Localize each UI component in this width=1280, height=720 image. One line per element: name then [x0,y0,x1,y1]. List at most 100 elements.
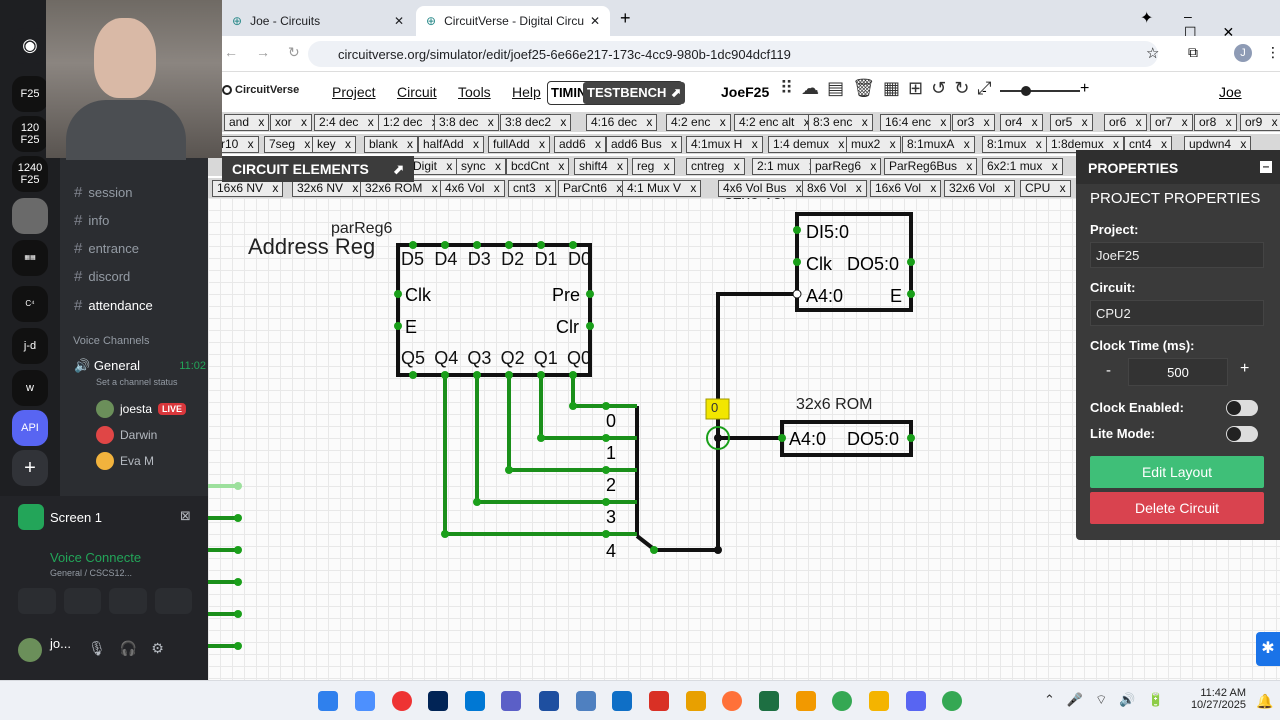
circuit-tab[interactable]: blank x [364,136,419,153]
activity-button[interactable] [109,588,147,614]
clock-increment-button[interactable]: + [1240,360,1250,377]
close-tab-icon[interactable]: x [1132,115,1142,129]
close-tab-icon[interactable]: x [555,159,565,173]
circuit-tab[interactable]: 6x2:1 mux x [982,158,1063,175]
close-tab-icon[interactable]: x [491,159,502,173]
clock[interactable]: 11:42 AM 10/27/2025 [1191,687,1246,711]
circuit-tab[interactable]: add6 x [554,136,607,153]
circuit-drawing[interactable] [208,198,1280,680]
circuit-tab[interactable]: 32x6 Vol x [944,180,1016,197]
circuit-tab[interactable]: or6 x [1104,114,1147,131]
circuit-tab[interactable]: Digit x [408,158,458,175]
circuit-tab[interactable]: 4:1mux H x [686,136,763,153]
testbench-button[interactable]: TESTBENCH ⬈ [583,82,685,104]
user-avatar[interactable] [18,638,42,662]
circuit-tab[interactable]: 8:1mux x [982,136,1047,153]
circuit-tab[interactable]: cntreg x [686,158,745,175]
nav-buttons[interactable]: ←→↻ [224,44,318,60]
firefox-icon[interactable] [722,691,742,711]
close-tab-icon[interactable]: x [1078,115,1088,129]
circuit-tab[interactable]: or4 x [1000,114,1043,131]
project-name-field[interactable]: JoeF25 [1090,242,1264,268]
lite-mode-toggle[interactable] [1226,426,1258,442]
close-tab-icon[interactable]: x [244,137,254,151]
close-tab-icon[interactable]: x [858,115,868,129]
close-tab-icon[interactable]: x [349,181,359,195]
zoom-out-button[interactable]: - [982,82,987,98]
close-tab-icon[interactable]: x [1222,115,1232,129]
circuit-tab[interactable]: 8:1muxA x [902,136,975,153]
close-tab-icon[interactable]: x [535,137,546,151]
circuit-tab[interactable]: 4:1 Mux V x [622,180,702,197]
minimize-icon[interactable]: – [1260,160,1272,173]
circuit-tab[interactable]: 16x6 Vol x [870,180,942,197]
voice-user[interactable]: Eva M [96,452,154,470]
close-tab-icon[interactable]: x [1001,181,1011,195]
soundboard-button[interactable] [154,588,192,614]
menu-help[interactable]: Help [512,84,541,100]
circuit-tab[interactable]: and x [224,114,270,131]
circuit-tab[interactable]: 32x6 NV x [292,180,364,197]
zoom-in-button[interactable]: + [1080,80,1090,97]
circuit-tab[interactable]: 4:2 enc x [666,114,731,131]
close-tab-icon[interactable]: x [269,181,279,195]
close-tab-icon[interactable]: x [867,159,877,173]
close-tab-icon[interactable]: x [364,115,374,129]
close-tab-icon[interactable]: x [341,137,352,151]
close-tab-icon[interactable]: x [443,159,453,173]
circuit-tab[interactable]: 8x6 Vol x [802,180,867,197]
close-tab-icon[interactable]: x [557,115,567,129]
close-tab-icon[interactable]: x [643,115,653,129]
close-tab-icon[interactable]: x [301,137,311,151]
add-server-icon[interactable]: + [12,450,48,486]
circuit-tab[interactable]: 2:4 dec x [314,114,379,131]
circuit-tab[interactable]: 7seg x [264,136,316,153]
circuit-tab[interactable]: parReg6 x [810,158,882,175]
close-tab-icon[interactable]: x [1109,137,1120,151]
voice-channels-header[interactable]: Voice Channels [73,335,150,347]
browser-tab-joe-circuits[interactable]: ⊕ Joe - Circuits ✕ [222,6,414,36]
circuit-tab[interactable]: 3:8 dec x [434,114,499,131]
camera-button[interactable] [18,588,56,614]
close-tab-icon[interactable]: x [490,181,500,195]
close-tab-icon[interactable]: x [667,137,678,151]
server-c4[interactable]: C⁴ [12,286,48,322]
channel-attendance[interactable]: #attendance [74,297,153,314]
circuit-tab[interactable]: 1:2 dec x [378,114,443,131]
file-explorer-icon[interactable] [869,691,889,711]
close-tab-icon[interactable]: x [255,115,265,129]
server-grid[interactable]: ▦▦ [12,240,48,276]
close-tab-icon[interactable]: x [716,115,726,129]
chrome-icon[interactable] [942,691,962,711]
expand-icon[interactable]: ⬈ [392,161,404,177]
close-tab-icon[interactable]: x [852,181,862,195]
circuit-tab[interactable]: 16x6 NV x [212,180,284,197]
circuit-tab[interactable]: mux2 x [846,136,901,153]
close-tab-icon[interactable]: x [792,181,802,195]
close-tab-icon[interactable]: x [1157,137,1168,151]
circuit-tab[interactable]: 32x6 ROM x [360,180,443,197]
close-tab-icon[interactable]: x [1056,181,1066,195]
circuit-tab[interactable]: or8 x [1194,114,1237,131]
cast-icon[interactable]: ⧉ [1188,44,1198,60]
menu-project[interactable]: Project [332,84,376,100]
circuit-tab[interactable]: updwn4 x [1184,136,1252,153]
share-button[interactable] [63,588,101,614]
circuit-tab[interactable]: bcdCnt x [506,158,570,175]
circuit-tab[interactable]: ParReg6Bus x [884,158,978,175]
browser-tab-circuitverse[interactable]: ⊕ CircuitVerse - Digital Circuit Sim ✕ [416,6,610,36]
circuit-tab[interactable]: cnt3 x [508,180,557,197]
close-tab-icon[interactable]: x [613,181,623,195]
zoom-slider[interactable] [1000,90,1080,92]
close-tab-icon[interactable]: x [403,137,414,151]
windows-start-icon[interactable] [318,691,338,711]
new-tab-icon[interactable]: + [620,8,631,28]
profile-avatar[interactable]: J [1234,44,1252,62]
voice-connected-sub[interactable]: General / CSCS12... [50,568,133,578]
close-tab-icon[interactable]: x [1237,137,1247,151]
kicad-icon[interactable] [539,691,559,711]
app-icon[interactable] [392,691,412,711]
zoom-slider-handle[interactable] [1021,86,1031,96]
